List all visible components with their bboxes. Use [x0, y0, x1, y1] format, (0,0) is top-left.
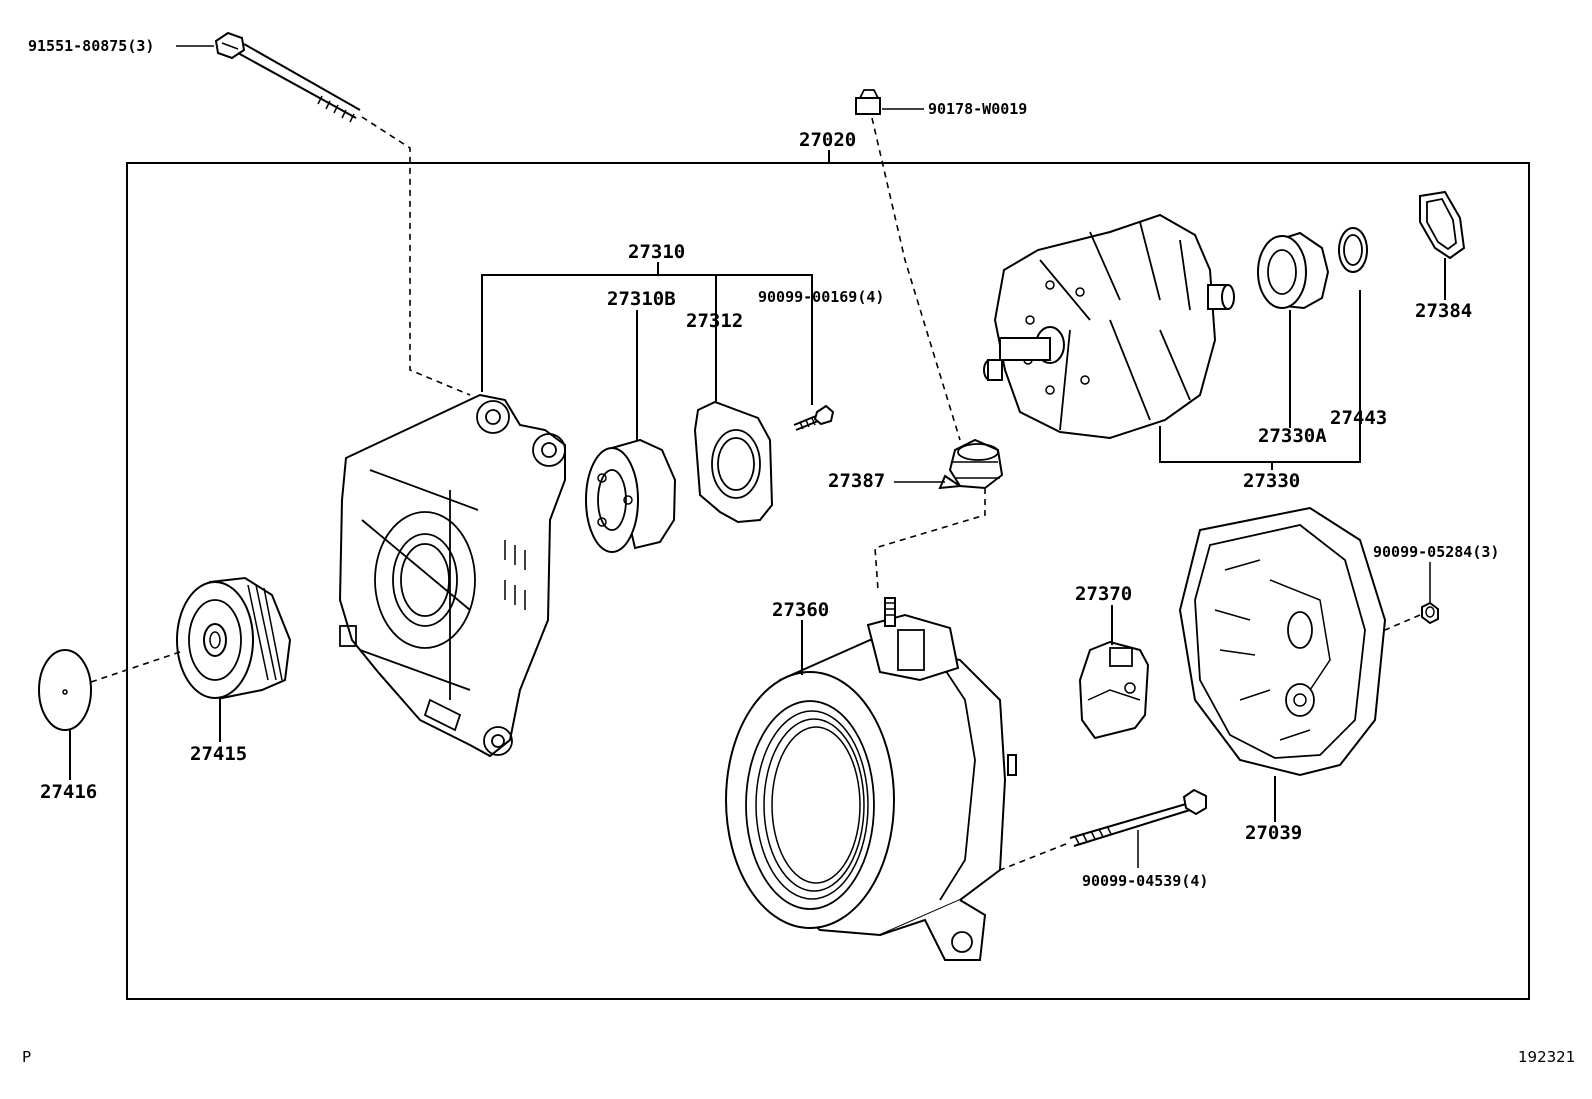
label-27384[interactable]: 27384 [1415, 300, 1472, 322]
clip-icon[interactable] [855, 89, 881, 115]
small-screw-icon[interactable] [793, 404, 835, 431]
label-27387[interactable]: 27387 [828, 470, 885, 492]
dash-insulator-to-stator [874, 488, 986, 591]
retainer-plate-icon[interactable] [693, 400, 774, 524]
label-90099-05284[interactable]: 90099-05284(3) [1373, 543, 1499, 561]
bracket-27310 [481, 274, 813, 405]
label-27415[interactable]: 27415 [190, 743, 247, 765]
bearing-cover-icon[interactable] [1419, 190, 1466, 260]
rotor-icon[interactable] [983, 213, 1235, 440]
bracket-27330 [1159, 290, 1361, 463]
label-27310b[interactable]: 27310B [607, 288, 676, 310]
dash-nut-to-cover [1384, 614, 1421, 631]
label-90099-00169[interactable]: 90099-00169(4) [758, 288, 884, 306]
label-27443[interactable]: 27443 [1330, 407, 1387, 429]
dash-clip-to-insulator [871, 117, 961, 441]
label-90099-04539[interactable]: 90099-04539(4) [1082, 872, 1208, 890]
label-91551-80875[interactable]: 91551-80875(3) [28, 37, 154, 55]
drive-end-frame-icon[interactable] [338, 393, 566, 758]
label-27039[interactable]: 27039 [1245, 822, 1302, 844]
footer-left-mark: P [22, 1048, 31, 1066]
cover-nut-icon[interactable] [1421, 601, 1439, 625]
through-bolt-icon[interactable] [1069, 788, 1207, 847]
label-27310[interactable]: 27310 [628, 241, 685, 263]
front-bearing-icon[interactable] [585, 438, 677, 553]
label-27330a[interactable]: 27330A [1258, 425, 1327, 447]
label-27370[interactable]: 27370 [1075, 583, 1132, 605]
dash-bolt-to-stator [999, 843, 1067, 871]
dash-cap-to-pulley [90, 651, 181, 683]
stator-housing-icon[interactable] [725, 597, 1017, 961]
diagram-id: 192321 [1518, 1048, 1575, 1066]
pulley-icon[interactable] [176, 576, 292, 700]
label-27312[interactable]: 27312 [686, 310, 743, 332]
rear-end-cover-icon[interactable] [1178, 506, 1387, 777]
label-27020[interactable]: 27020 [799, 129, 856, 151]
pulley-cap-icon[interactable] [38, 649, 92, 731]
dash-bolt-to-frame [361, 116, 471, 396]
voltage-regulator-icon[interactable] [1078, 640, 1150, 740]
label-27416[interactable]: 27416 [40, 781, 97, 803]
long-bolt-icon[interactable] [214, 31, 361, 123]
label-27360[interactable]: 27360 [772, 599, 829, 621]
label-27330[interactable]: 27330 [1243, 470, 1300, 492]
bearing-washer-icon[interactable] [1338, 227, 1368, 273]
label-90178-w0019[interactable]: 90178-W0019 [928, 100, 1027, 118]
rear-bearing-icon[interactable] [1257, 231, 1330, 310]
terminal-insulator-icon[interactable] [938, 438, 1004, 490]
